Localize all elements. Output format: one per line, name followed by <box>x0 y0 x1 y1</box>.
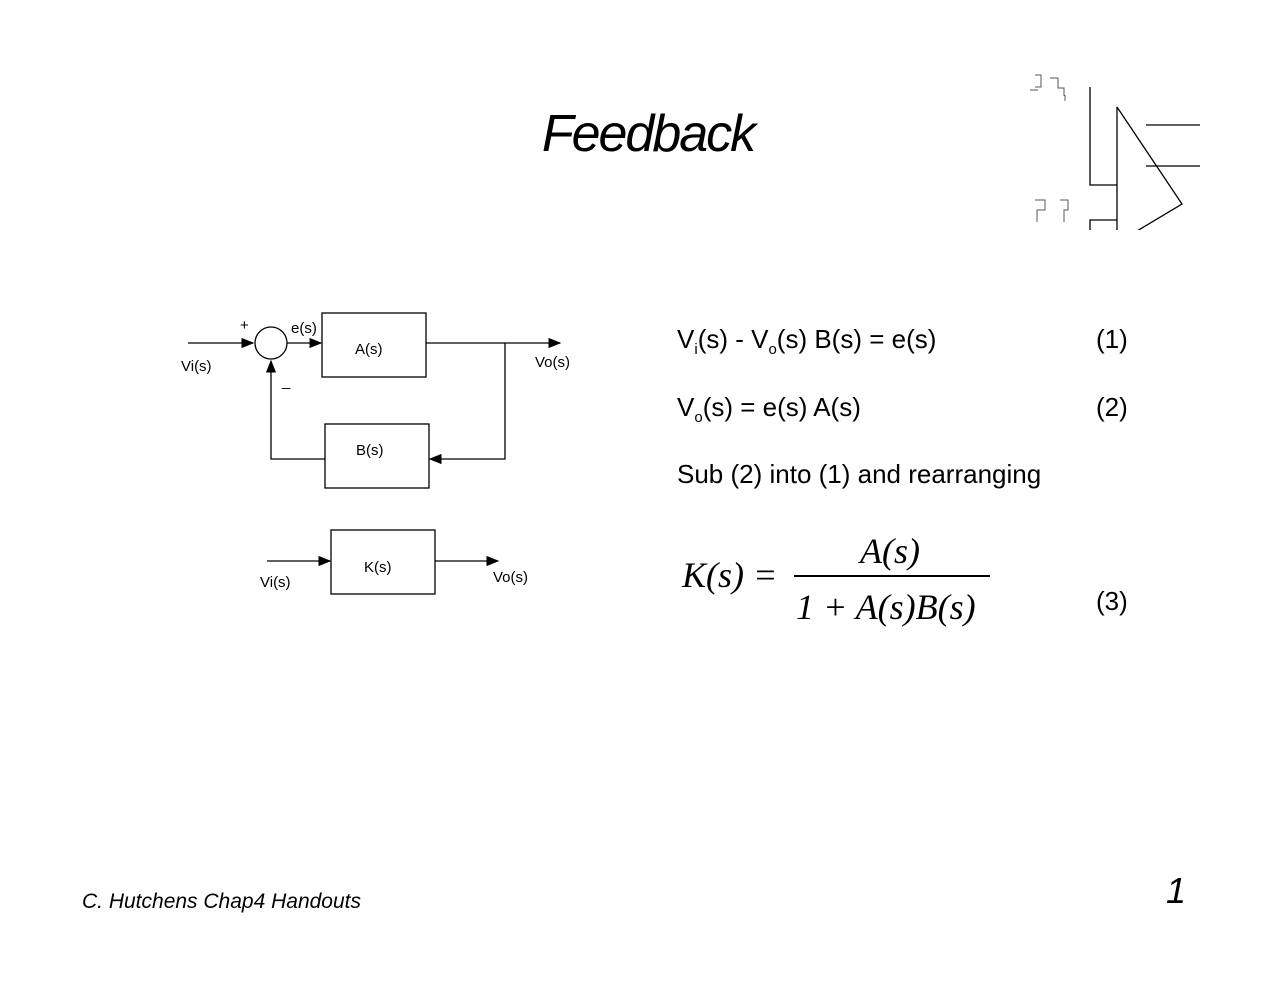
block-b <box>324 423 430 489</box>
es-label: e(s) <box>291 320 317 337</box>
equation-2-number: (2) <box>1096 392 1128 422</box>
equation-2: Vo(s) = e(s) A(s) <box>677 392 861 427</box>
rearranging-text: Sub (2) into (1) and rearranging <box>677 459 1042 489</box>
plus-label: + <box>240 317 249 334</box>
k-label: K(s) <box>364 559 392 576</box>
block-k <box>330 529 436 595</box>
vo-label-2: Vo(s) <box>493 569 528 586</box>
block-a <box>321 312 427 378</box>
slide-title: Feedback <box>541 105 756 163</box>
equation-3-number: (3) <box>1096 586 1128 616</box>
summing-junction <box>254 326 288 360</box>
minus-label: _ <box>281 373 291 390</box>
equation-1-number: (1) <box>1096 324 1128 354</box>
footer: C. Hutchens Chap4 Handouts <box>82 890 361 913</box>
opamp-logo <box>1030 74 1200 230</box>
equation-1: Vi(s) - Vo(s) B(s) = e(s) <box>677 324 937 359</box>
vo-label: Vo(s) <box>535 354 570 371</box>
a-label: A(s) <box>355 341 383 358</box>
vi-label: Vi(s) <box>181 358 212 375</box>
vi-label-2: Vi(s) <box>260 574 291 591</box>
b-label: B(s) <box>356 442 384 459</box>
feedback-block-diagram: Vi(s) + _ e(s) A(s) Vo(s) B(s) Vi(s) K(s… <box>181 312 570 595</box>
page-number: 1 <box>1166 870 1187 911</box>
